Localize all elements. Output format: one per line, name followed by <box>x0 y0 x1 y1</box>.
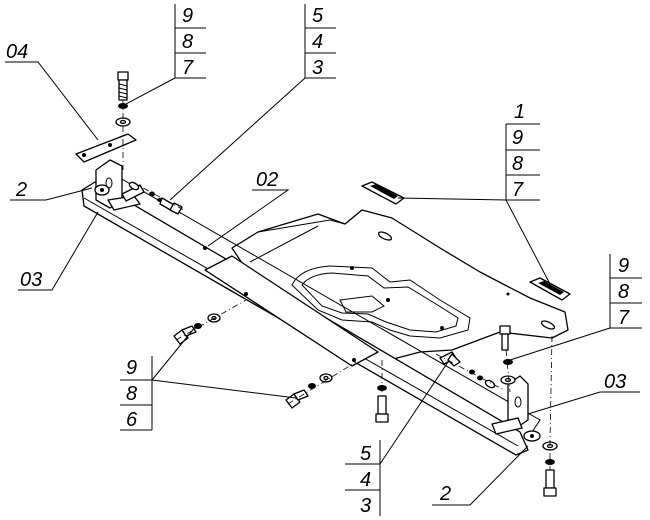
stack-label: 8 <box>512 153 523 175</box>
cross-beam-03 <box>81 177 541 456</box>
callout-stack-top-mid: 5 4 3 <box>304 4 336 79</box>
callout-03-right: 03 <box>604 371 626 393</box>
stack-label: 7 <box>618 307 630 329</box>
stack-label: 8 <box>182 31 193 53</box>
callout-stack-right-top: 1 9 8 7 <box>505 101 540 201</box>
bolt-left-side <box>128 181 185 215</box>
callout-labels: 04 2 03 02 03 2 9 8 7 5 4 3 1 9 8 7 <box>6 4 642 517</box>
stack-label: 8 <box>126 383 137 405</box>
bolt-group-right-side <box>435 351 505 391</box>
stack-label: 6 <box>126 409 138 431</box>
bolt-stack-right-bottom <box>542 335 558 497</box>
stack-label: 9 <box>512 127 523 149</box>
stack-label: 4 <box>312 31 323 53</box>
plate-1 <box>361 181 571 301</box>
stack-label: 7 <box>182 57 194 79</box>
stack-label: 7 <box>512 179 524 201</box>
stack-label: 8 <box>618 281 629 303</box>
bolt-right-mid <box>499 325 516 393</box>
callout-02: 02 <box>256 169 278 191</box>
skid-plate-02 <box>231 209 569 363</box>
stack-label: 9 <box>618 255 629 277</box>
bolt-group-bottom-left-upper <box>173 299 247 345</box>
stack-label: 4 <box>360 469 371 491</box>
plate-04 <box>75 133 137 163</box>
stack-label: 3 <box>312 57 323 79</box>
stack-label: 3 <box>360 495 371 517</box>
callout-stack-right-mid: 9 8 7 <box>609 254 642 329</box>
stack-label: 9 <box>126 357 137 379</box>
callout-stack-bottom-mid: 5 4 3 <box>345 440 381 517</box>
callout-03-left: 03 <box>20 269 42 291</box>
leader-lines <box>5 61 642 506</box>
callout-2-left: 2 <box>15 179 27 201</box>
stack-label: 5 <box>360 443 372 465</box>
stack-label: 9 <box>182 5 193 27</box>
callout-04: 04 <box>6 41 28 63</box>
bolt-stack-top-left <box>115 71 131 170</box>
callout-stack-top-left: 9 8 7 <box>174 4 206 79</box>
bolt-center <box>375 360 389 423</box>
callout-2-bottom: 2 <box>439 483 451 505</box>
bolt-group-bottom-left-lower <box>285 361 357 409</box>
callout-stack-bottom-left: 9 8 6 <box>120 356 153 431</box>
bracket-right <box>491 375 541 442</box>
stack-label: 5 <box>312 5 324 27</box>
stack-label: 1 <box>514 101 525 123</box>
